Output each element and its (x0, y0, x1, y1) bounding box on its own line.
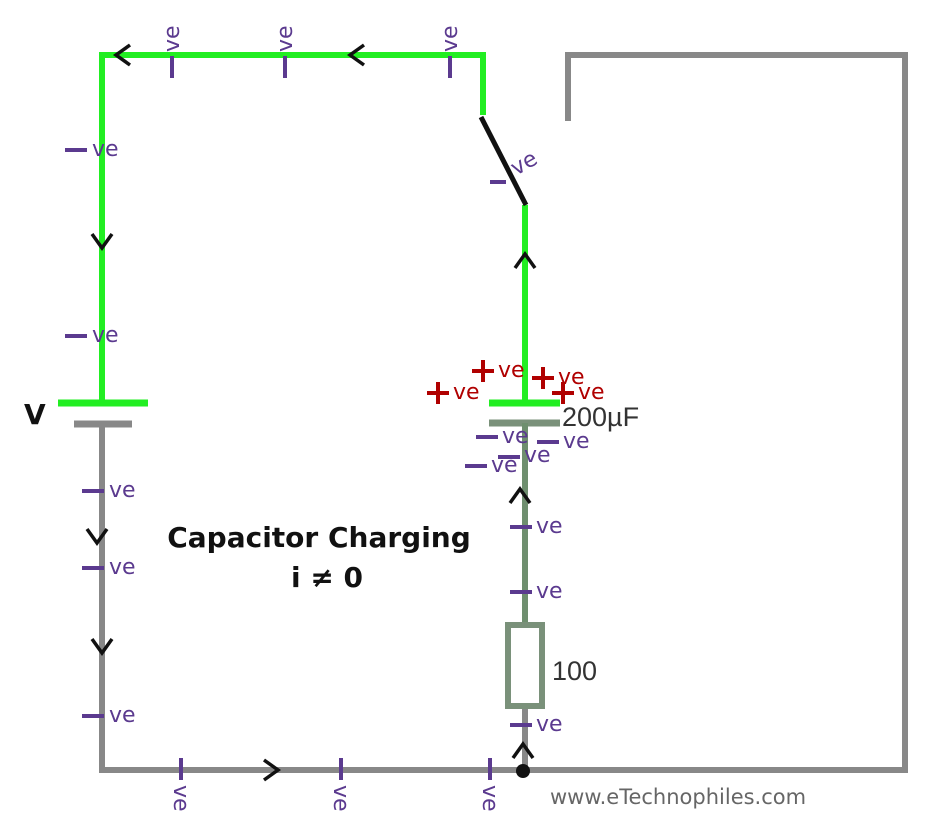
switch[interactable] (478, 115, 529, 207)
negative-charge-label: ve (536, 712, 563, 737)
capacitor-label: 200µF (562, 402, 639, 432)
negative-charge-label: ve (109, 478, 136, 503)
positive-charge-label: ve (498, 358, 525, 383)
negative-charge-label: ve (536, 579, 563, 604)
negative-charge-label: ve (502, 424, 529, 449)
negative-charge-label: ve (109, 555, 136, 580)
negative-charge-label: ve (536, 514, 563, 539)
junction-dot (516, 764, 530, 778)
arrow-up-icon (513, 250, 537, 270)
grey-wires (99, 52, 908, 773)
positive-charge-labels: ve ve ve ve (453, 358, 605, 405)
arrow-up-icon (508, 485, 532, 505)
diagram-subtitle: i ≠ 0 (291, 561, 363, 594)
negative-charge-label: ve (563, 429, 590, 454)
negative-charge-label: ve (109, 703, 136, 728)
battery-label: V (24, 398, 46, 431)
negative-charge-labels: ve ve ve ve ve ve ve ve ve ve ve ve ve v… (92, 25, 590, 811)
positive-charge-label: ve (453, 380, 480, 405)
positive-charge-label: ve (558, 365, 585, 390)
positive-charge-label: ve (578, 380, 605, 405)
resistor-label: 100 (552, 656, 597, 686)
negative-charge-label: ve (168, 785, 193, 812)
negative-charge-label: ve (92, 137, 119, 162)
arrow-down-icon (90, 637, 114, 657)
arrow-down-icon (85, 527, 109, 547)
arrow-left-icon (346, 43, 366, 67)
negative-charge-dashes (65, 56, 559, 780)
negative-charge-label: ve (92, 323, 119, 348)
diagram-title: Capacitor Charging (167, 521, 471, 554)
negative-charge-label: ve (477, 785, 502, 812)
arrow-down-icon (90, 232, 114, 252)
negative-charge-label: ve (491, 453, 518, 478)
charging-path-wires (99, 52, 528, 402)
negative-charge-label: ve (328, 785, 353, 812)
positive-charge-plus-signs (427, 360, 574, 404)
current-arrows (85, 43, 537, 782)
negative-charge-label: ve (438, 25, 463, 52)
resistor (505, 622, 545, 709)
negative-charge-label: ve (160, 25, 185, 52)
negative-charge-label: ve (273, 25, 298, 52)
watermark: www.eTechnophiles.com (550, 785, 806, 809)
arrow-right-icon (262, 758, 282, 782)
arrow-up-icon (511, 740, 535, 760)
arrow-left-icon (112, 43, 132, 67)
negative-charge-label: ve (524, 443, 551, 468)
